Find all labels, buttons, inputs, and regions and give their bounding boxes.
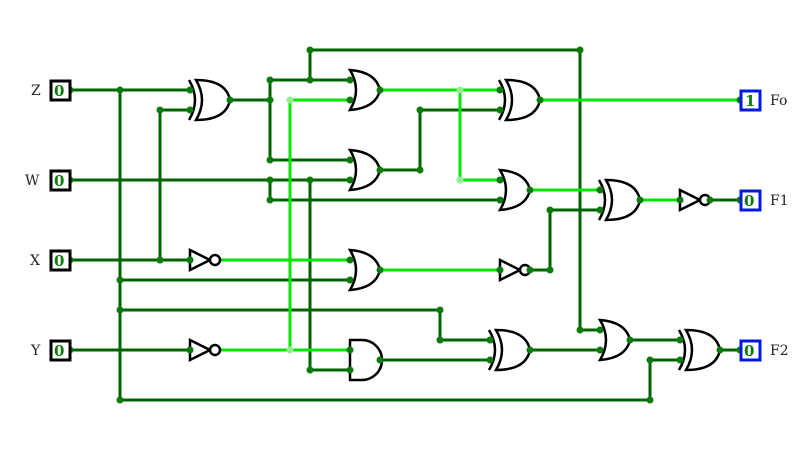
not-gate	[678, 187, 712, 213]
input-value: 0	[54, 342, 64, 360]
wire	[158, 108, 190, 260]
xor-gate	[487, 328, 532, 372]
input-label: Z	[31, 83, 41, 99]
input-pin-w[interactable]: W 0	[25, 169, 72, 192]
output-pin-f0: 1 Fo	[739, 89, 787, 112]
input-value: 0	[54, 82, 64, 100]
output-label: Fo	[770, 93, 787, 109]
junctions	[66, 46, 744, 404]
not-gate	[498, 257, 532, 283]
wire	[120, 308, 490, 342]
xor-gate	[187, 78, 232, 122]
output-value: 1	[745, 92, 755, 110]
input-pin-z[interactable]: Z 0	[31, 79, 72, 102]
output-value: 0	[744, 342, 754, 360]
input-pin-x[interactable]: X 0	[30, 249, 72, 272]
output-pin-f1: 0 F1	[739, 189, 789, 212]
wire	[268, 180, 500, 202]
output-pin-f2: 0 F2	[739, 339, 789, 362]
wire	[288, 98, 350, 350]
wire	[268, 80, 350, 162]
not-gate	[188, 337, 222, 363]
input-value: 0	[54, 172, 64, 190]
xor-gate	[597, 178, 642, 222]
xor-gate	[677, 328, 722, 372]
wire	[380, 108, 500, 172]
or-gate	[347, 148, 382, 192]
or-gate	[597, 318, 632, 362]
wire	[530, 208, 600, 272]
or-gate	[497, 168, 532, 212]
wire	[308, 180, 350, 372]
input-pin-y[interactable]: Y 0	[30, 339, 72, 362]
wire	[120, 358, 680, 402]
wires-low	[70, 48, 740, 402]
or-gate	[347, 248, 382, 292]
or-gate	[347, 68, 382, 112]
output-value: 0	[744, 192, 754, 210]
input-value: 0	[54, 252, 64, 270]
output-label: F2	[770, 343, 789, 359]
input-label: Y	[30, 343, 41, 359]
wire	[458, 90, 500, 182]
not-gate	[188, 247, 222, 273]
input-label: X	[30, 253, 40, 269]
input-label: W	[25, 173, 40, 189]
xor-gate	[497, 78, 542, 122]
output-label: F1	[770, 193, 789, 209]
